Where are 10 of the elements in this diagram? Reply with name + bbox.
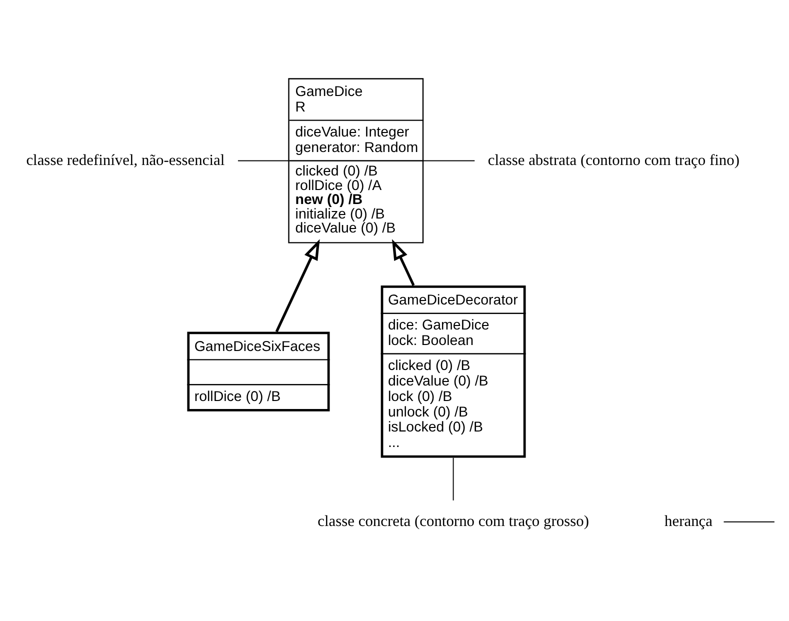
node-text: classe concreta (contorno com traço grosso) (318, 512, 589, 530)
node-text: herança (664, 512, 713, 530)
node-text: classe abstrata (contorno com traço fino) (488, 151, 740, 168)
connector (237, 160, 290, 161)
connector (723, 520, 775, 522)
arrow (275, 238, 320, 332)
connector (422, 160, 476, 161)
connector (452, 456, 454, 500)
node-text: classe redefinível, não-essencial (26, 151, 225, 168)
arrow (392, 238, 415, 286)
